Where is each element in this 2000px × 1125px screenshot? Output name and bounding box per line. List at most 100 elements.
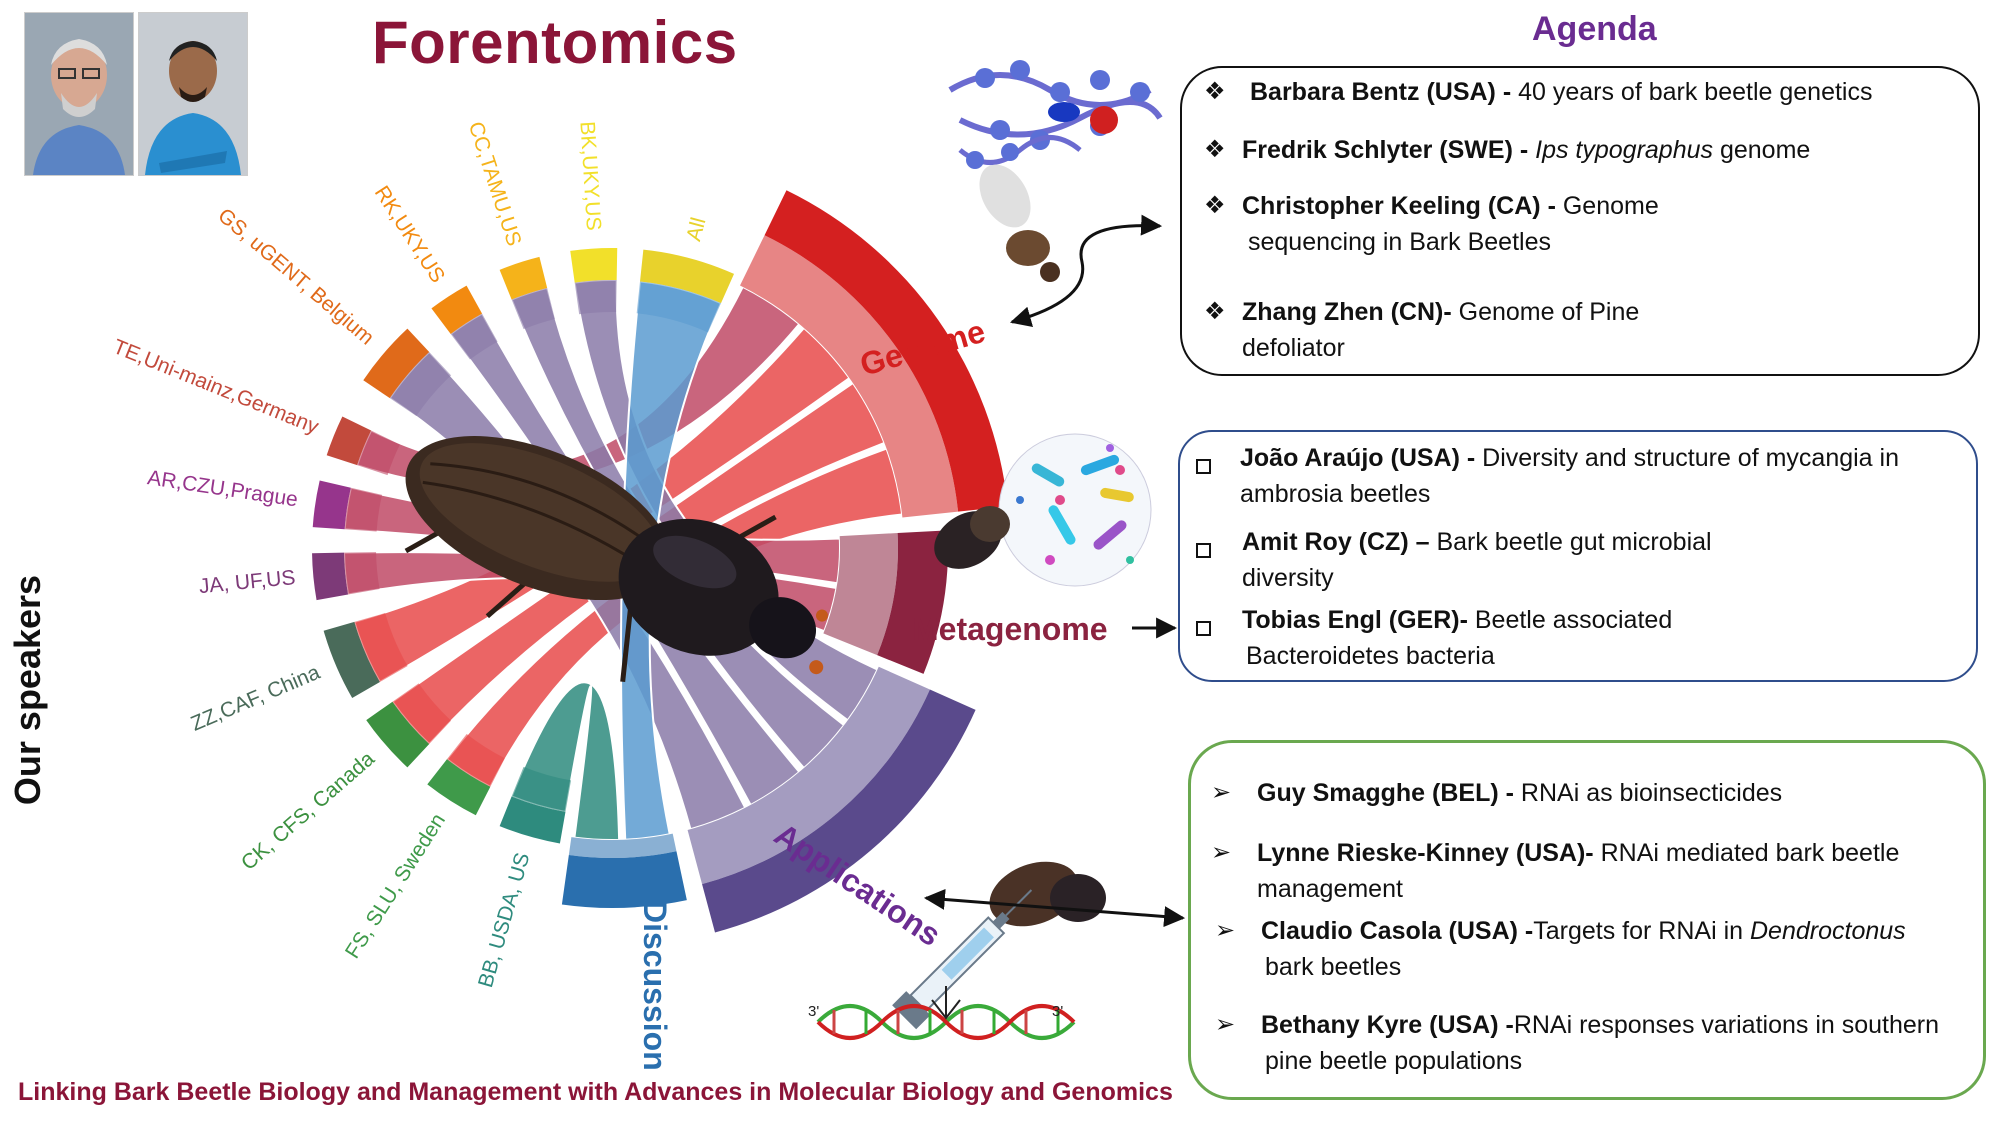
talk-title: Genome of Pine [1451,298,1640,326]
speaker-segment [312,552,349,601]
speaker-photo-1 [24,12,134,176]
speaker-label: ZZ,CAF, China [188,661,324,736]
dna-label-right: 3' [1052,1003,1063,1020]
speaker-photo-2 [138,12,248,176]
speaker-segment [363,328,430,399]
bark-beetle-illustration [404,436,828,683]
talk-title-continued: management [1257,875,1403,903]
topic-segment-band [568,833,677,858]
speaker-segment [431,285,483,334]
arrow-bullet-icon: ➢ [1215,917,1236,944]
speaker-segment-band [511,287,555,330]
agenda-title: Agenda [1532,10,1657,48]
bullet-icon: ❖ [1204,78,1226,105]
speaker-segment-band [511,766,572,812]
speaker-name: João Araújo (USA) - [1240,444,1476,472]
speaker-segment [312,480,351,530]
speaker-label: BB, USDA, US [474,850,534,990]
talk-title: Targets for RNAi in [1533,917,1750,945]
talk-title: Beetle associated [1467,606,1673,634]
speaker-segment [570,248,618,283]
arrow-bullet-icon: ➢ [1211,779,1232,806]
agenda-item-metagenome-1: João Araújo (USA) - Diversity and struct… [1196,440,1899,512]
checkbox-icon [1196,611,1211,647]
agenda-item-genome-3: ❖ Christopher Keeling (CA) - Genome sequ… [1204,188,1659,260]
speaker-label: JA, UF,US [198,566,297,598]
agenda-item-metagenome-2: Amit Roy (CZ) – Bark beetle gut microbia… [1196,524,1712,596]
microbes-illustration [998,433,1152,587]
bullet-icon: ❖ [1204,192,1226,219]
speaker-segment-band [392,683,452,745]
applications-agenda-panel: ➢ Guy Smagghe (BEL) - RNAi as bioinsecti… [1188,740,1986,1100]
agenda-item-applications-3: ➢ Claudio Casola (USA) -Targets for RNAi… [1215,913,1906,985]
speaker-label: BK,UKY,US [575,121,605,232]
speaker-segment-band [636,281,722,333]
speaker-name: Fredrik Schlyter (SWE) - [1242,136,1529,164]
genome-agenda-panel: ❖ Barbara Bentz (USA) - 40 years of bark… [1180,66,1980,376]
speaker-label: TE,Uni-mainz,Germany [110,335,322,439]
arrow-bullet-icon: ➢ [1211,839,1232,866]
talk-title: RNAi responses variations in southern [1513,1011,1940,1039]
talk-title-continued: ambrosia beetles [1240,480,1431,508]
talk-title-italic: Dendroctonus [1750,917,1906,945]
speaker-name: Bethany Kyre (USA) - [1261,1011,1514,1039]
speaker-name: Barbara Bentz (USA) - [1250,78,1512,106]
talk-title-continued: Bacteroidetes bacteria [1246,642,1495,670]
talk-title-italic: Ips typographus [1528,136,1714,164]
metagenome-label: Metagenome [912,611,1108,647]
speaker-label: FS, SLU, Sweden [341,810,450,963]
talk-title-continued: diversity [1242,564,1334,592]
speaker-segment-band [357,430,400,476]
talk-title: Bark beetle gut microbial [1429,528,1712,556]
speaker-label: GS, uGENT, Belgium [213,204,378,350]
speaker-segment [499,256,548,300]
metagenome-agenda-panel: João Araújo (USA) - Diversity and struct… [1178,430,1978,682]
speaker-segment-band [389,351,452,417]
agenda-item-genome-4: ❖ Zhang Zhen (CN)- Genome of Pine defoli… [1204,294,1639,366]
chromatin-illustration [948,60,1163,169]
checkbox-icon [1196,533,1211,569]
speaker-name: Guy Smagghe (BEL) - [1257,779,1514,807]
speaker-segment [323,621,380,698]
speaker-name: Lynne Rieske-Kinney (USA)- [1257,839,1594,867]
speaker-name: Claudio Casola (USA) - [1261,917,1534,945]
speaker-name: Zhang Zhen (CN)- [1242,298,1452,326]
agenda-item-metagenome-3: Tobias Engl (GER)- Beetle associated Bac… [1196,602,1672,674]
talk-title-continued: defoliator [1242,334,1345,362]
agenda-item-applications-2: ➢ Lynne Rieske-Kinney (USA)- RNAi mediat… [1211,835,1899,907]
checkbox-icon [1196,449,1211,485]
speaker-name: Tobias Engl (GER)- [1242,606,1468,634]
speaker-name: Amit Roy (CZ) – [1242,528,1430,556]
talk-title: Genome [1555,192,1659,220]
topic-segment [561,851,687,908]
speaker-segment-band [574,280,617,315]
speaker-label: RK,UKY,US [370,182,449,287]
chord-segments [312,190,1008,933]
topic-segment-band [687,666,930,885]
speaker-name: Christopher Keeling (CA) - [1242,192,1556,220]
speaker-segment [366,701,430,768]
talk-title-continued: sequencing in Bark Beetles [1248,228,1551,256]
speaker-segment-band [344,487,383,532]
page-title: Forentomics [372,9,738,76]
genome-arrow [1009,214,1163,327]
speaker-segment-band [344,552,380,595]
talk-title: RNAi as bioinsecticides [1513,779,1783,807]
applications-arrow [923,888,1186,928]
talk-title: genome [1713,136,1811,164]
agenda-item-genome-2: ❖ Fredrik Schlyter (SWE) - Ips typograph… [1204,132,1810,168]
topic-segment [877,530,949,674]
footer-tagline: Linking Bark Beetle Biology and Manageme… [18,1078,1173,1106]
speaker-segment-band [354,613,408,682]
topic-segment-band [823,533,898,656]
topic-segment-band [740,235,959,518]
bullet-icon: ❖ [1204,136,1226,163]
fly-illustration [979,164,1060,282]
speaker-segment [640,249,735,304]
small-beetle-illustration [934,506,1010,569]
speaker-segment-band [447,733,505,787]
talk-title: RNAi mediated bark beetle [1593,839,1900,867]
dna-helix-illustration: 3' 3' [808,986,1076,1040]
speaker-segment [427,759,491,816]
speaker-label: AR,CZU,Prague [146,466,299,511]
